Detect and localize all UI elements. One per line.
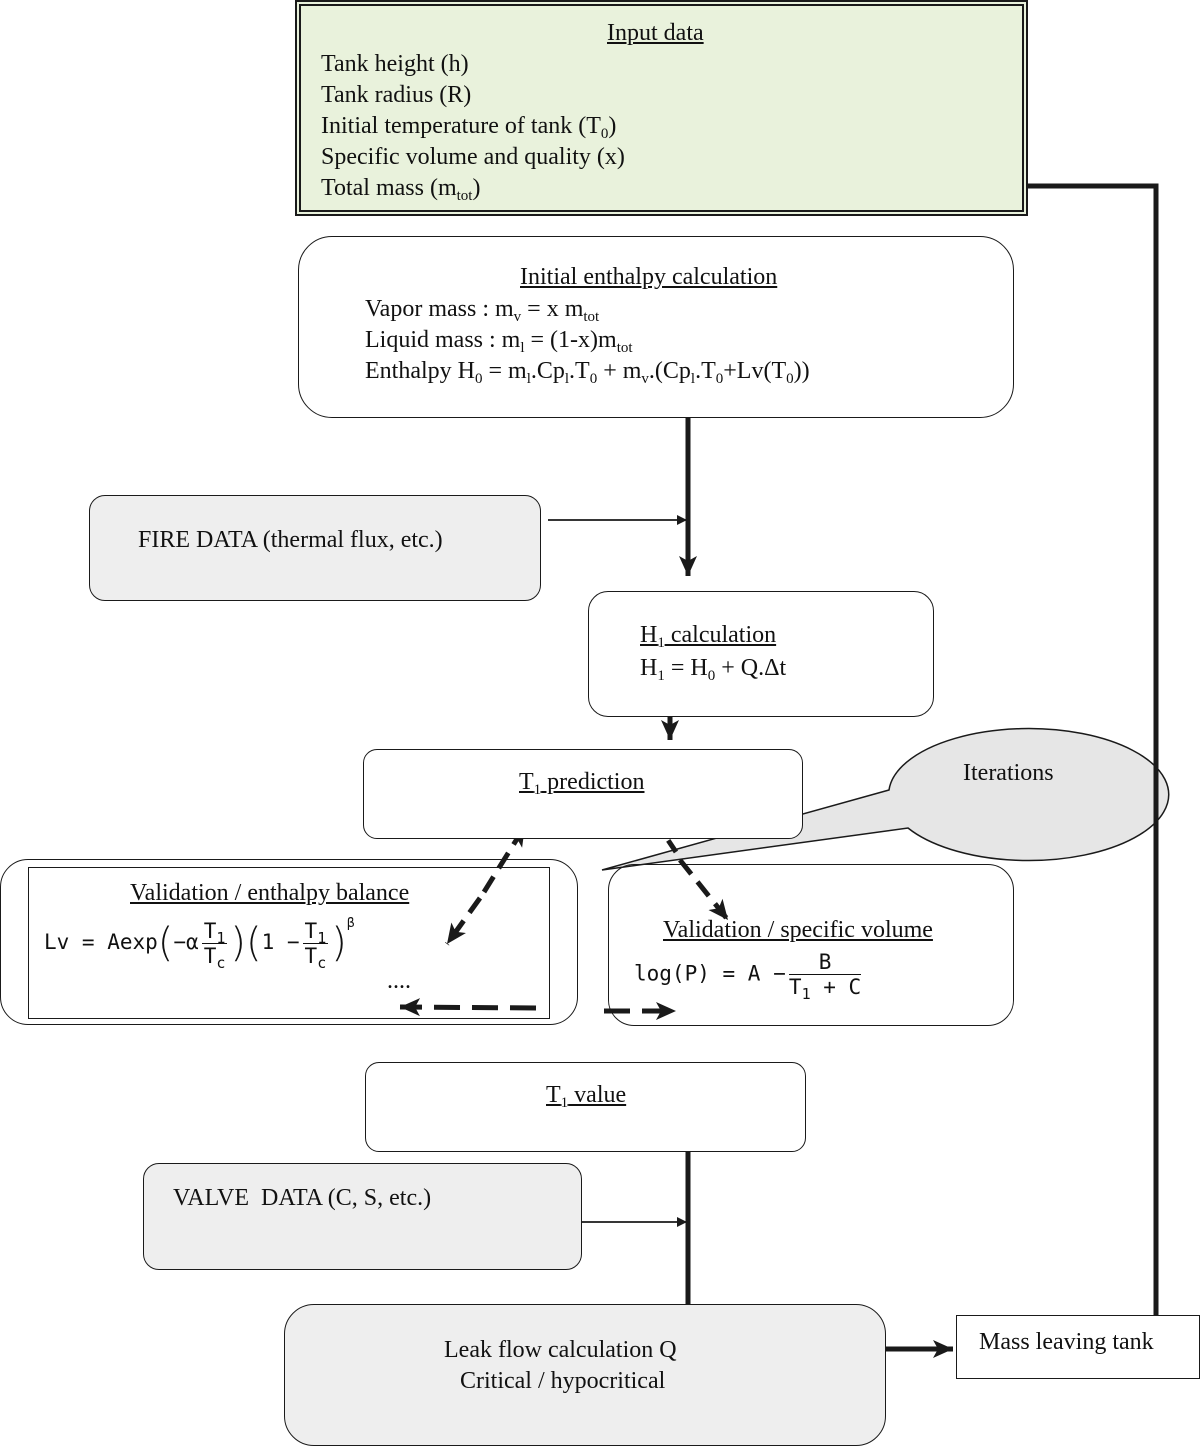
input-data-title: Input data bbox=[607, 20, 704, 46]
fire-data-label: FIRE DATA (thermal flux, etc.) bbox=[138, 527, 443, 553]
validation-volume-title: Validation / specific volume bbox=[663, 917, 933, 943]
valve-data-box bbox=[143, 1163, 582, 1270]
input-line-specific-volume: Specific volume and quality (x) bbox=[321, 144, 625, 170]
enthalpy-h0-line: Enthalpy H0 = ml.Cpl.T0 + mv.(Cpl.T0+Lv(… bbox=[365, 358, 810, 387]
leak-flow-box bbox=[284, 1304, 886, 1446]
liquid-mass-line: Liquid mass : ml = (1-x)mtot bbox=[365, 327, 633, 356]
vapor-mass-line: Vapor mass : mv = x mtot bbox=[365, 296, 600, 325]
dashed-arrow-prediction-to-volume bbox=[678, 858, 730, 922]
input-data-box bbox=[295, 0, 1028, 216]
initial-enthalpy-title: Initial enthalpy calculation bbox=[520, 264, 778, 290]
validation-enthalpy-outer bbox=[0, 859, 578, 1025]
t1-value-box bbox=[365, 1062, 806, 1152]
input-line-height: Tank height (h) bbox=[321, 51, 469, 77]
input-line-temperature: Initial temperature of tank (T0) bbox=[321, 113, 617, 142]
mass-leaving-tank-label: Mass leaving tank bbox=[979, 1329, 1154, 1355]
iterations-label: Iterations bbox=[963, 760, 1054, 786]
t1-prediction-title: T1 prediction bbox=[519, 769, 645, 798]
validation-enthalpy-title: Validation / enthalpy balance bbox=[130, 880, 410, 906]
validation-volume-box bbox=[608, 864, 1014, 1026]
formula-ellipsis: .... bbox=[387, 968, 411, 994]
input-line-total-mass: Total mass (mtot) bbox=[321, 175, 481, 204]
valve-data-label: VALVE DATA (C, S, etc.) bbox=[173, 1185, 432, 1211]
h1-equation: H1 = H0 + Q.Δt bbox=[640, 655, 787, 684]
mass-leaving-tank-box bbox=[956, 1315, 1200, 1379]
leak-flow-line2: Critical / hypocritical bbox=[460, 1368, 666, 1394]
t1-value-title: T1 value bbox=[546, 1082, 627, 1111]
validation-enthalpy-inner bbox=[28, 867, 550, 1019]
h1-calculation-title: H1 calculation bbox=[640, 622, 777, 651]
input-line-radius: Tank radius (R) bbox=[321, 82, 472, 108]
leak-flow-line1: Leak flow calculation Q bbox=[444, 1337, 677, 1363]
initial-enthalpy-box bbox=[298, 236, 1014, 418]
t1-prediction-box bbox=[363, 749, 803, 839]
h1-calculation-box bbox=[588, 591, 934, 717]
dashed-arrow-volume-to-enthalpy bbox=[399, 998, 537, 1017]
fire-data-box bbox=[89, 495, 541, 601]
dashed-arrow-prediction-to-enthalpy bbox=[444, 896, 483, 946]
